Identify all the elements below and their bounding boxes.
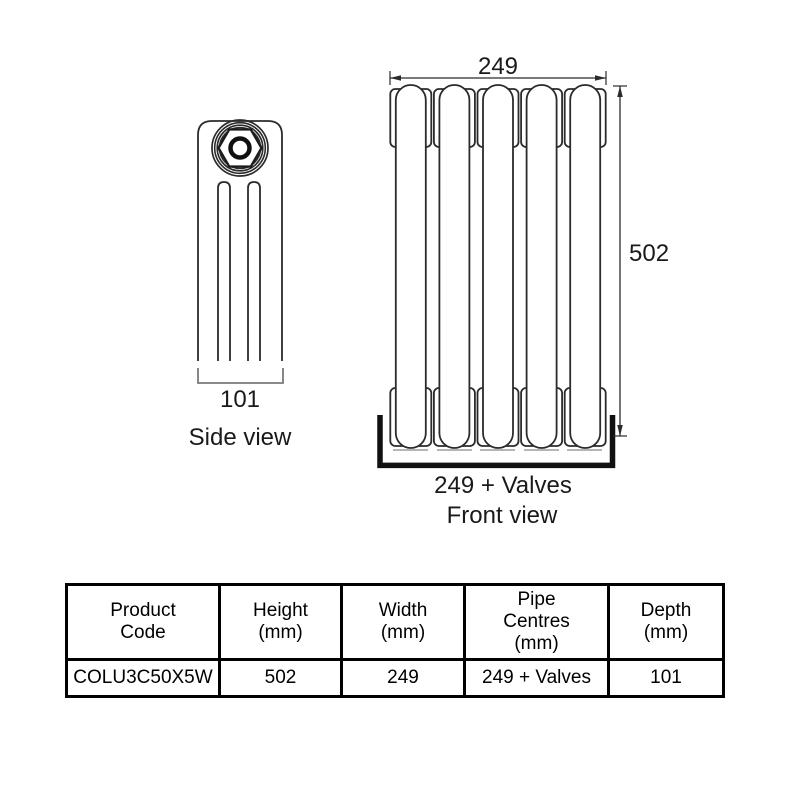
- arrow-up-icon: [617, 86, 623, 97]
- front-view-diagram: 249: [377, 53, 669, 529]
- depth-dimension-value: 101: [220, 386, 260, 413]
- height-dimension: 502: [613, 85, 669, 437]
- pipe-centres-bracket: [377, 415, 616, 469]
- arrow-right-icon: [595, 75, 606, 81]
- specification-table: Product Code Height (mm) Width (mm) Pipe…: [65, 583, 725, 698]
- side-view-groove-left: [217, 181, 231, 361]
- cell-height: 502: [218, 658, 343, 698]
- arrow-down-icon: [617, 425, 623, 436]
- arrow-left-icon: [390, 75, 401, 81]
- column-tubes: [394, 84, 602, 449]
- valve-nut-icon: [211, 119, 269, 177]
- cell-pipe-centres: 249 + Valves: [463, 658, 610, 698]
- header-product-code: Product Code: [65, 583, 221, 661]
- valve-center-hole: [228, 136, 252, 160]
- header-height: Height (mm): [218, 583, 343, 661]
- cell-product-code: COLU3C50X5W: [65, 658, 221, 698]
- depth-dimension-bracket: [197, 368, 284, 384]
- width-dimension-value: 249: [478, 53, 518, 80]
- height-dimension-value: 502: [629, 240, 669, 267]
- table-header-row: Product Code Height (mm) Width (mm) Pipe…: [65, 583, 725, 661]
- header-depth: Depth (mm): [607, 583, 725, 661]
- side-view-groove-right: [247, 181, 261, 361]
- header-pipe-centres: Pipe Centres (mm): [463, 583, 610, 661]
- pipe-centres-dimension-value: 249 + Valves: [434, 472, 572, 499]
- header-width: Width (mm): [340, 583, 466, 661]
- side-view-label: Side view: [189, 424, 292, 451]
- cell-width: 249: [340, 658, 466, 698]
- front-view-label: Front view: [447, 502, 558, 529]
- cell-depth: 101: [607, 658, 725, 698]
- side-view-body-outline: [197, 120, 283, 361]
- side-view-diagram: 101 Side view: [189, 119, 292, 451]
- table-row: COLU3C50X5W 502 249 249 + Valves 101: [65, 658, 725, 698]
- width-dimension: 249: [389, 53, 607, 85]
